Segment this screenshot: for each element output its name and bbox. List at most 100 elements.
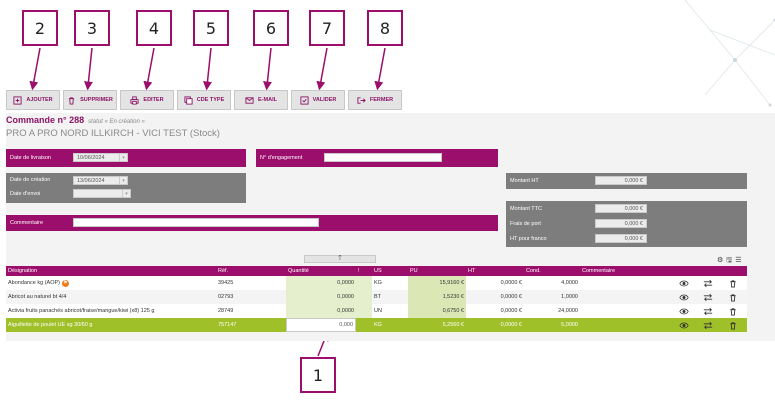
col-ref[interactable]: Réf.: [218, 268, 229, 274]
ht-franco-label: HT pour franco: [510, 236, 547, 242]
cell-us: UN: [374, 308, 382, 314]
list-icon[interactable]: ☰: [735, 257, 742, 264]
table-row-selected[interactable]: Aiguillette de poulet UE sg 30/60 g 7571…: [6, 318, 747, 332]
fermer-label: FERMER: [369, 97, 394, 103]
chevron-down-icon[interactable]: ▾: [122, 190, 130, 197]
collapse-form-button[interactable]: 🡑: [304, 255, 376, 263]
cell-designation: Activia fruits panachés abricot/fraise/m…: [8, 308, 155, 314]
row-actions: [670, 290, 747, 304]
cell-alert: [356, 304, 372, 318]
valider-label: VALIDER: [312, 97, 337, 103]
trash-icon[interactable]: [728, 279, 738, 288]
engagement-input[interactable]: [324, 153, 442, 162]
trash-icon[interactable]: [728, 321, 738, 330]
commentaire-label: Commentaire: [10, 220, 44, 226]
fermer-button[interactable]: FERMER: [348, 90, 402, 110]
date-envoi-input[interactable]: ▾: [73, 189, 131, 198]
chevron-down-icon[interactable]: ▾: [119, 154, 127, 161]
page-title: Commande n° 288: [6, 115, 85, 125]
cell-us: KG: [374, 322, 382, 328]
cde-type-button[interactable]: CDE TYPE: [177, 90, 231, 110]
printer-icon: [130, 95, 139, 105]
cell-cond: 4,0000: [561, 280, 578, 286]
sign-out-icon: [357, 96, 366, 104]
cell-ht: 0,0000 €: [500, 308, 522, 314]
editer-button[interactable]: EDITER: [120, 90, 174, 110]
col-cond[interactable]: Cond.: [526, 268, 541, 274]
callout-2: 2: [22, 10, 58, 46]
flag-badge-icon[interactable]: ⚑: [61, 279, 69, 287]
montant-ttc-field: 0,000 €: [595, 204, 647, 213]
cell-commentaire[interactable]: [580, 318, 670, 332]
ht-franco-field: 0,000 €: [595, 234, 647, 243]
email-button[interactable]: E-MAIL: [234, 90, 288, 110]
cell-ht: 0,0000 €: [500, 280, 522, 286]
commentaire-input[interactable]: [73, 218, 319, 227]
col-commentaire[interactable]: Commentaire: [582, 268, 616, 274]
table-row[interactable]: Activia fruits panachés abricot/fraise/m…: [6, 304, 747, 318]
col-quantite[interactable]: Quantité: [288, 268, 309, 274]
table-row[interactable]: Abondance kg (AOP)⚑ 39425 0,0000 KG 15,9…: [6, 276, 747, 290]
trash-icon[interactable]: [728, 307, 738, 316]
eye-icon[interactable]: [679, 321, 689, 330]
table-row[interactable]: Abricot au naturel bt 4/4 02793 0,0000 B…: [6, 290, 747, 304]
swap-icon[interactable]: [703, 307, 713, 316]
cell-us: BT: [374, 294, 382, 300]
eye-icon[interactable]: [679, 307, 689, 316]
cell-us: KG: [374, 280, 382, 286]
cell-ref: 39425: [218, 280, 234, 286]
cde-type-label: CDE TYPE: [196, 97, 225, 103]
cell-quantite[interactable]: 0,0000: [286, 304, 356, 318]
cell-pu: 0,6750 €: [408, 304, 466, 318]
montant-ht-field: 0,000 €: [595, 176, 647, 185]
quantity-input[interactable]: 0,000: [286, 318, 356, 332]
cell-commentaire[interactable]: [580, 276, 670, 290]
cell-commentaire[interactable]: [580, 290, 670, 304]
valider-button[interactable]: VALIDER: [291, 90, 345, 110]
cell-pu: 1,5230 €: [408, 290, 466, 304]
cell-quantite[interactable]: 0,0000: [286, 290, 356, 304]
trash-icon[interactable]: [728, 293, 738, 302]
col-us[interactable]: US: [374, 268, 382, 274]
col-ht[interactable]: HT: [468, 268, 476, 274]
cell-quantite[interactable]: 0,0000: [286, 276, 356, 290]
callout-1: 1: [300, 357, 336, 393]
date-creation-label: Date de création: [10, 177, 51, 183]
swap-icon[interactable]: [703, 279, 713, 288]
eye-icon[interactable]: [679, 279, 689, 288]
grid-tools: ⚙ 🖫 ☰: [717, 256, 742, 267]
gear-icon[interactable]: ⚙: [717, 257, 724, 264]
eye-icon[interactable]: [679, 293, 689, 302]
col-actions: [670, 266, 747, 276]
envelope-icon: [245, 96, 254, 104]
col-pu[interactable]: PU: [410, 268, 418, 274]
swap-icon[interactable]: [703, 321, 713, 330]
callout-7: 7: [309, 10, 345, 46]
montant-ht-label: Montant HT: [510, 178, 539, 184]
frais-port-value: 0,000 €: [624, 220, 643, 227]
date-livraison-label: Date de livraison: [10, 155, 51, 161]
ajouter-label: AJOUTER: [26, 97, 53, 103]
save-icon[interactable]: 🖫: [726, 257, 733, 264]
chevron-down-icon[interactable]: ▾: [119, 177, 127, 184]
cell-designation: Abricot au naturel bt 4/4: [8, 294, 67, 300]
date-livraison-input[interactable]: 10/06/2024 ▾: [73, 153, 128, 162]
montant-ht-value: 0,000 €: [624, 177, 643, 184]
swap-icon[interactable]: [703, 293, 713, 302]
arrow-up-icon: 🡑: [338, 254, 342, 262]
toolbar: AJOUTER SUPPRIMER EDITER CDE TYPE E-MAIL…: [6, 90, 402, 110]
col-alert[interactable]: !: [358, 268, 360, 274]
email-label: E-MAIL: [258, 97, 277, 103]
cell-ht: 0,0000 €: [500, 294, 522, 300]
cell-ref: 757147: [218, 322, 237, 328]
montant-ttc-value: 0,000 €: [624, 205, 643, 212]
date-envoi-label: Date d'envoi: [10, 191, 41, 197]
cell-commentaire[interactable]: [580, 304, 670, 318]
col-designation[interactable]: Désignation: [8, 268, 38, 274]
date-creation-input[interactable]: 13/06/2024 ▾: [73, 176, 128, 185]
callout-4: 4: [136, 10, 172, 46]
supprimer-button[interactable]: SUPPRIMER: [63, 90, 117, 110]
frais-port-label: Frais de port: [510, 221, 541, 227]
ajouter-button[interactable]: AJOUTER: [6, 90, 60, 110]
callout-3: 3: [74, 10, 110, 46]
